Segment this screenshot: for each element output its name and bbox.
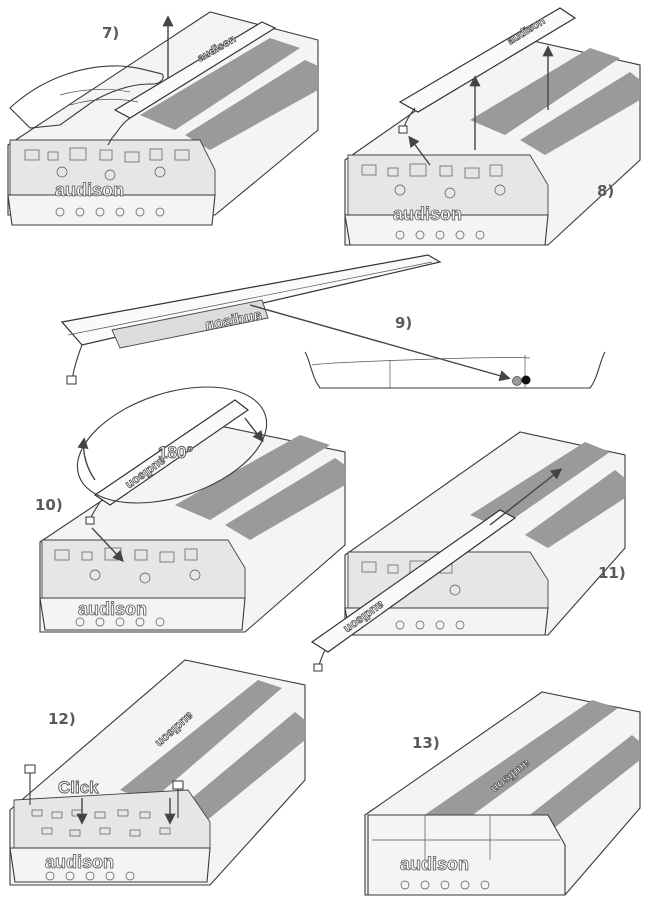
step-10-brand: audison [78, 599, 147, 619]
step-7-number: 7) [102, 24, 119, 42]
step-13-number: 13) [412, 734, 440, 752]
step-8-number: 8) [597, 182, 614, 200]
step-9-number: 9) [395, 314, 412, 332]
click-label: Click [58, 778, 99, 797]
step-7-illustration: audison audison 7) [7, 11, 319, 226]
step-7-brand: audison [55, 180, 124, 200]
step-10-number: 10) [35, 496, 63, 514]
step-11-illustration: audison 11) [310, 431, 626, 672]
step-8-illustration: audison audison 8) [344, 7, 641, 246]
step-13-brand: audison [400, 854, 469, 874]
step-12-brand: audison [45, 852, 114, 872]
step-10-illustration: audison audison 180° 10) [35, 386, 346, 633]
step-8-brand: audison [393, 204, 462, 224]
step-13-illustration: audison audison 13) [364, 691, 641, 896]
step-12-number: 12) [48, 710, 76, 728]
step-11-number: 11) [598, 564, 626, 582]
step-9-illustration: audison 9) [60, 254, 606, 389]
rotation-label: 180° [158, 443, 193, 462]
step-12-illustration: audison audison Click 12) [9, 659, 306, 886]
